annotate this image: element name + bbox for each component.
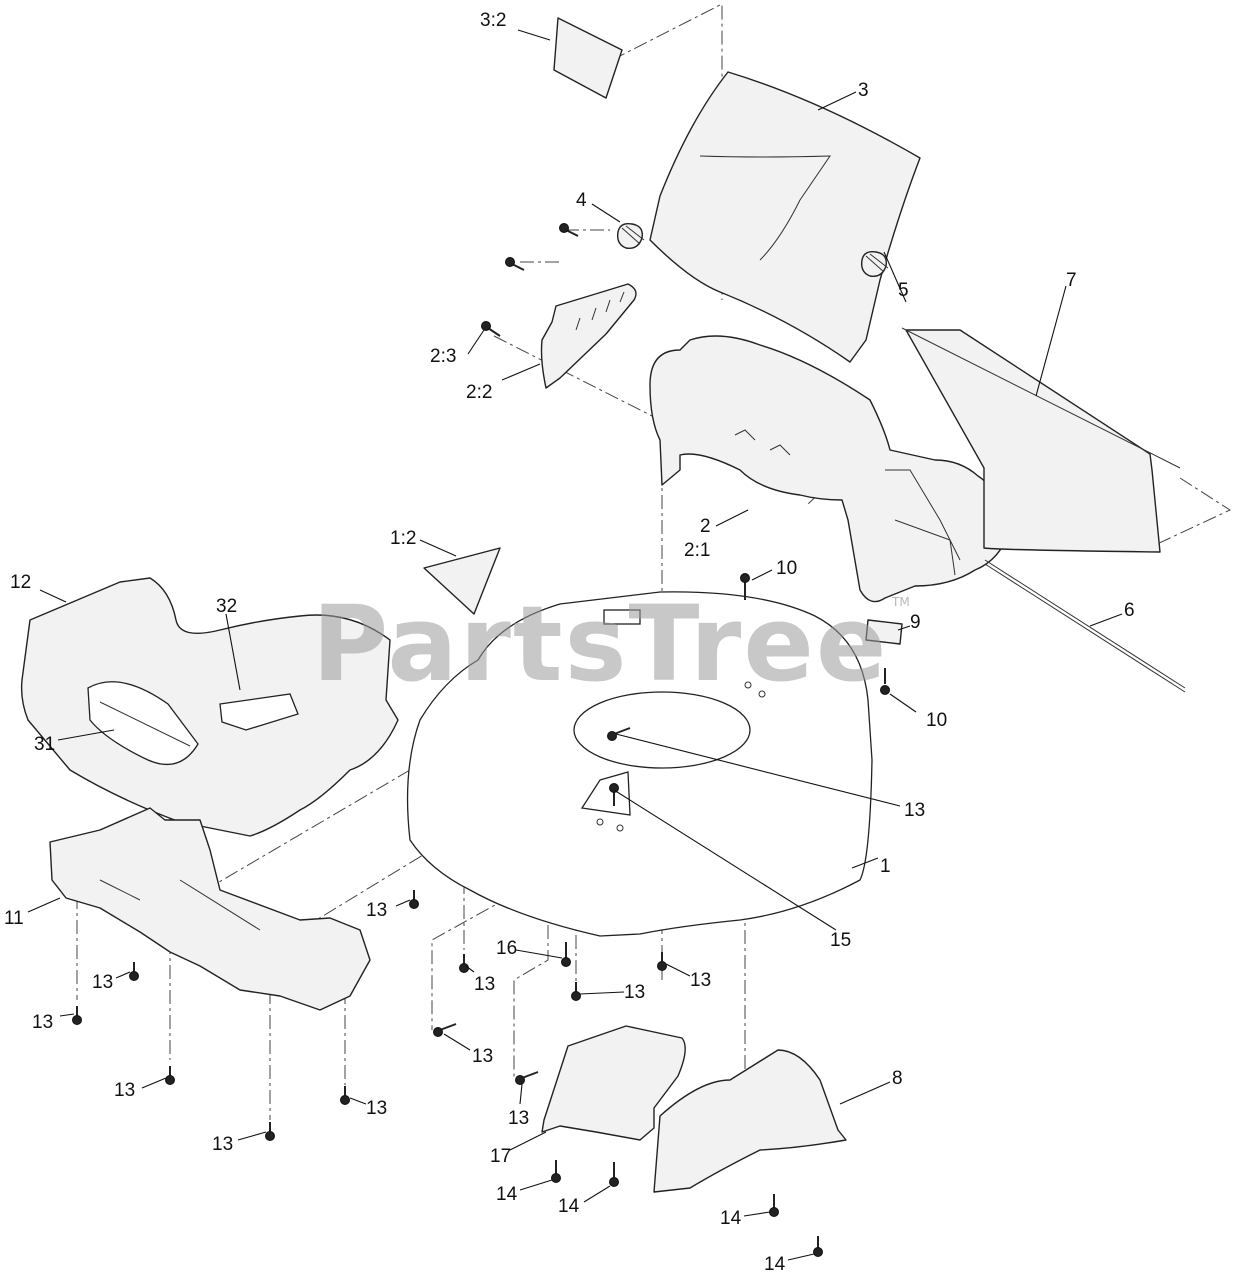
- callout-13e: 13: [624, 982, 645, 1003]
- callout-1-2: 1:2: [390, 528, 416, 549]
- top-shroud: [20, 577, 399, 837]
- bolt-15: [609, 783, 619, 806]
- callout-13j: 13: [366, 1098, 387, 1119]
- callout-9: 9: [910, 612, 921, 633]
- callout-5: 5: [898, 280, 909, 301]
- callout-10a: 10: [776, 558, 797, 579]
- callout-13g: 13: [32, 1012, 53, 1033]
- callout-32: 32: [216, 596, 237, 617]
- deck-label: [423, 547, 501, 615]
- callout-13b: 13: [366, 900, 387, 921]
- bolt-14c: [769, 1194, 779, 1217]
- bolt-13b: [129, 962, 139, 981]
- torsion-spring-right: [860, 250, 889, 277]
- model-emblem: [219, 693, 299, 731]
- callout-2-1: 2:1: [684, 540, 710, 561]
- torsion-spring-left: [616, 222, 645, 249]
- bolt-10b: [880, 668, 890, 695]
- watermark-trademark: TM: [891, 595, 910, 609]
- callout-6: 6: [1124, 600, 1135, 621]
- callout-13i: 13: [114, 1080, 135, 1101]
- bolt-13-center: [607, 727, 631, 741]
- bolt-13c: [459, 954, 469, 973]
- bolt-2-3: [481, 321, 501, 337]
- callout-leaders: [27, 29, 1123, 1261]
- bolt-13d: [571, 982, 581, 1001]
- callout-13h: 13: [472, 1046, 493, 1067]
- rear-door: [901, 327, 1181, 553]
- bolt-14b: [609, 1162, 619, 1187]
- callout-17: 17: [490, 1146, 511, 1167]
- callout-11: 11: [4, 908, 24, 929]
- callout-14c: 14: [720, 1208, 742, 1229]
- mower-deck: [406, 591, 873, 937]
- callout-3: 3: [858, 80, 869, 101]
- side-chute: [653, 1049, 847, 1193]
- watermark: PartsTree TM: [312, 583, 910, 705]
- bolt-13h: [165, 1066, 175, 1085]
- callout-14d: 14: [764, 1254, 786, 1275]
- callout-31: 31: [34, 734, 55, 755]
- deck-label-recess: [603, 609, 641, 625]
- callout-16: 16: [496, 938, 517, 959]
- callout-7: 7: [1066, 270, 1077, 291]
- callout-8: 8: [892, 1068, 903, 1089]
- callout-2-3: 2:3: [430, 346, 456, 367]
- rear-housing: [649, 335, 1011, 603]
- bolt-14a: [551, 1160, 561, 1183]
- callout-13k: 13: [508, 1108, 529, 1129]
- fastener-bolts: [72, 223, 890, 1257]
- callout-2-2: 2:2: [466, 382, 492, 403]
- callout-13a: 13: [904, 800, 925, 821]
- bolt-13k: [265, 1122, 275, 1141]
- watermark-text: PartsTree: [312, 583, 888, 705]
- front-bracket: [541, 1025, 686, 1141]
- bolt-14d: [813, 1236, 823, 1257]
- side-plate: [540, 283, 637, 389]
- grass-flap: [649, 71, 921, 363]
- callout-10b: 10: [926, 710, 947, 731]
- bolt-13i: [340, 1086, 350, 1105]
- flap-label: [553, 17, 623, 99]
- rear-frame: [49, 807, 371, 1011]
- callout-1: 1: [880, 856, 891, 877]
- bolt-13a: [409, 890, 419, 909]
- callout-12: 12: [10, 572, 31, 593]
- mount-plate: [865, 619, 903, 645]
- callout-3-2: 3:2: [480, 10, 506, 31]
- callout-15: 15: [830, 930, 851, 951]
- hinge-rod: [984, 559, 1186, 693]
- callout-14b: 14: [558, 1196, 580, 1217]
- bolt-13f: [72, 1006, 82, 1025]
- bolt-top-b: [559, 223, 579, 237]
- brand-emblem: [87, 681, 199, 766]
- callout-13l: 13: [212, 1134, 233, 1155]
- callout-labels: 3:2 3 4 5 2:3 2:2 7 2 2:1 1:2 10 12 32 6…: [4, 10, 1135, 1275]
- bolt-13g: [433, 1023, 457, 1037]
- callout-13d: 13: [474, 974, 495, 995]
- callout-14a: 14: [496, 1184, 518, 1205]
- callout-2: 2: [700, 516, 711, 537]
- callout-13f: 13: [690, 970, 711, 991]
- callout-13c: 13: [92, 972, 113, 993]
- bolt-top-a: [505, 257, 525, 271]
- callout-4: 4: [576, 190, 587, 211]
- bolt-16: [561, 942, 571, 967]
- bolt-13j: [515, 1071, 539, 1085]
- bolt-13e: [657, 952, 667, 971]
- bolt-10a: [740, 573, 750, 600]
